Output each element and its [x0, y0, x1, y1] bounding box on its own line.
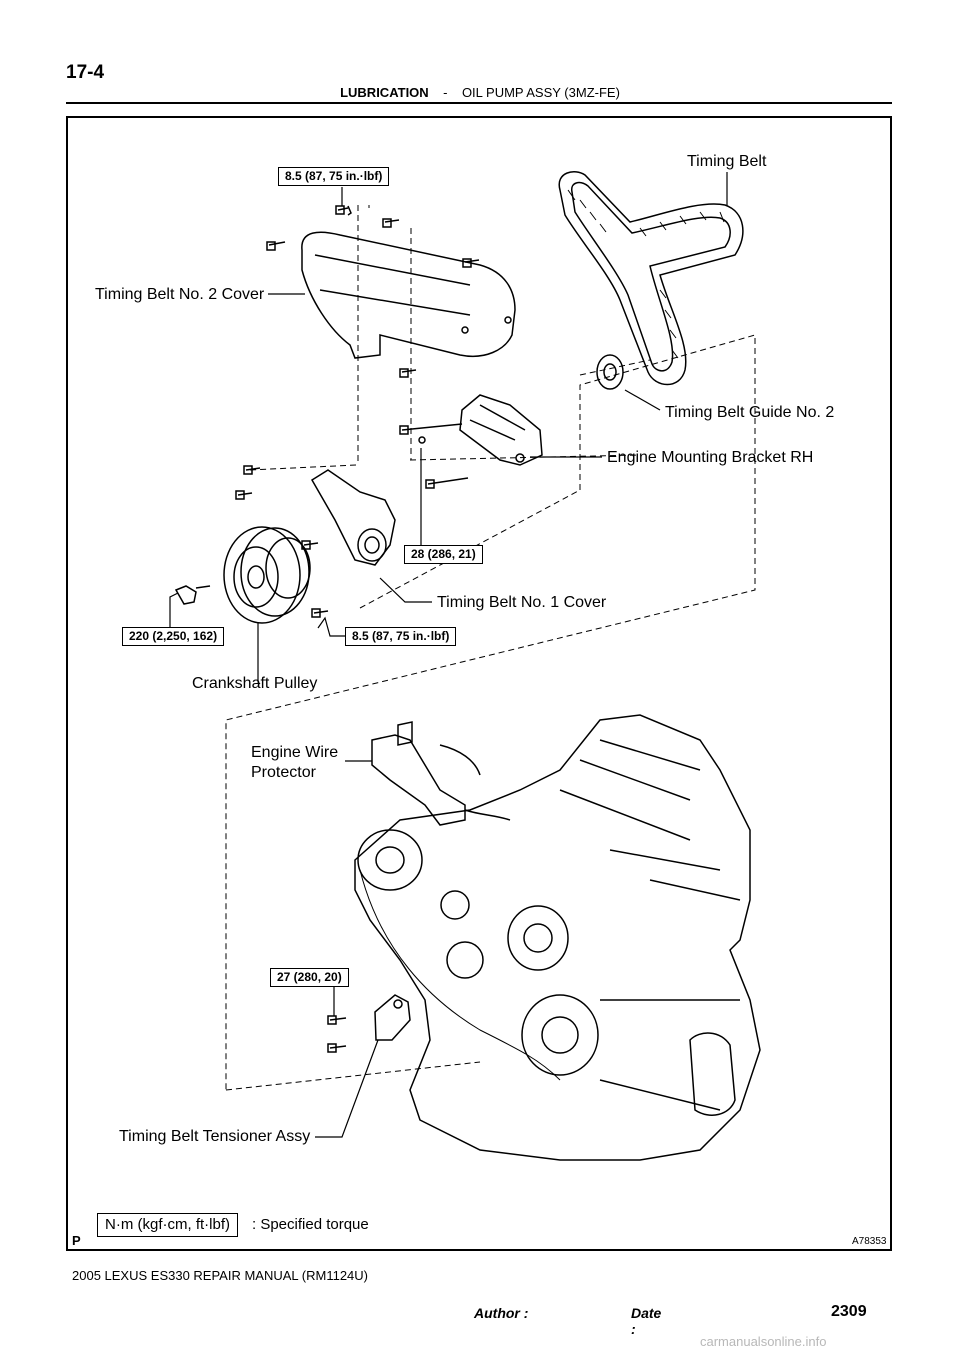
torque-tensioner-bolt: 27 (280, 20): [270, 968, 349, 987]
timing-belt-no1-cover-drawing: [235, 465, 396, 618]
engine-mounting-bracket-drawing: [399, 394, 543, 489]
label-timing-belt-guide-no2: Timing Belt Guide No. 2: [665, 404, 835, 421]
label-crankshaft-pulley: Crankshaft Pulley: [192, 675, 318, 692]
torque-cover2-bolt: 8.5 (87, 75 in.·lbf): [278, 167, 390, 186]
label-timing-belt-no1-cover: Timing Belt No. 1 Cover: [437, 594, 607, 611]
subsection-title: OIL PUMP ASSY (3MZ-FE): [461, 85, 620, 100]
label-timing-belt-no2-cover: Timing Belt No. 2 Cover: [95, 286, 265, 303]
timing-belt-tensioner-drawing: [327, 994, 411, 1053]
date-label: Date :: [631, 1305, 662, 1337]
figure-letter: P: [72, 1233, 81, 1248]
crankshaft-pulley-drawing: [174, 526, 311, 624]
manual-footer: 2005 LEXUS ES330 REPAIR MANUAL (RM1124U): [72, 1268, 368, 1283]
figure-code: A78353: [852, 1236, 887, 1247]
torque-legend-text: : Specified torque: [252, 1216, 369, 1233]
torque-bracket-bolt: 28 (286, 21): [404, 545, 483, 564]
leader-lines: [169, 172, 728, 1138]
timing-belt-drawing: [558, 171, 744, 386]
page-number: 17-4: [66, 62, 105, 83]
label-timing-belt: Timing Belt: [687, 153, 767, 170]
torque-unit-legend-box: N·m (kgf·cm, ft·lbf): [97, 1213, 238, 1237]
header-rule: [66, 102, 892, 104]
illustration-frame: [66, 116, 892, 1251]
label-engine-wire-protector: Engine Wire Protector: [251, 743, 338, 783]
engine-block-drawing: [354, 714, 761, 1161]
section-title: LUBRICATION: [340, 85, 429, 100]
header-separator: -: [443, 85, 448, 100]
author-label: Author :: [474, 1305, 529, 1321]
page-header: LUBRICATION - OIL PUMP ASSY (3MZ-FE): [0, 85, 960, 100]
watermark: carmanualsonline.info: [700, 1334, 827, 1349]
label-timing-belt-tensioner-assy: Timing Belt Tensioner Assy: [119, 1128, 311, 1145]
label-engine-wire-protector-line1: Engine Wire: [251, 744, 339, 761]
timing-belt-no2-cover-drawing: [301, 231, 516, 359]
engine-wire-protector-drawing: [371, 721, 511, 826]
footer-page-number: 2309: [831, 1303, 867, 1320]
timing-belt-guide-drawing: [596, 354, 624, 390]
label-engine-mounting-bracket-rh: Engine Mounting Bracket RH: [607, 449, 814, 466]
torque-cover1-bolt: 8.5 (87, 75 in.·lbf): [345, 627, 457, 646]
label-engine-wire-protector-line2: Protector: [251, 764, 316, 781]
cover2-bolts: [266, 205, 480, 378]
torque-pulley-bolt: 220 (2,250, 162): [122, 627, 225, 646]
author-date-footer: Author : Date : 2309: [474, 1303, 867, 1337]
